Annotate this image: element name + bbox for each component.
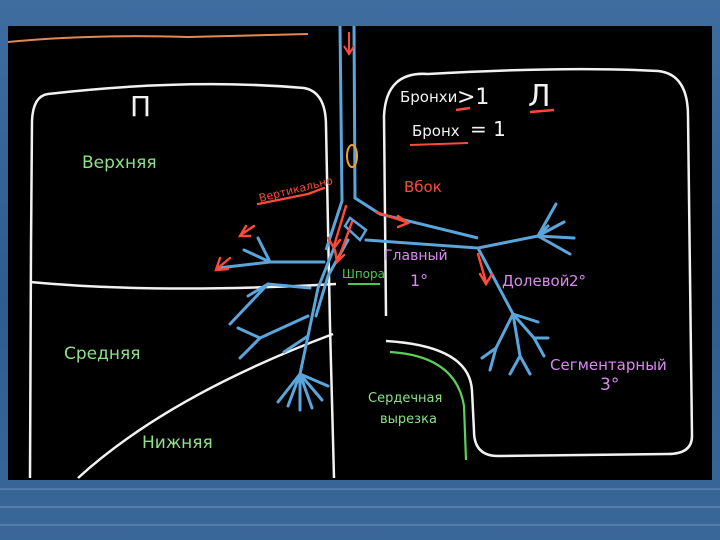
bronchi-relation: >1: [457, 85, 489, 110]
bronch-note: Бронх: [412, 122, 460, 140]
right-lung-outline: [28, 82, 336, 479]
trachea-down-arrow: [343, 32, 355, 56]
left-lung-letter: Л: [528, 79, 551, 114]
main-bronchus-label: Главный: [384, 248, 448, 264]
right-lung-letter: П: [130, 90, 151, 123]
left-bronchial-tree: [364, 202, 576, 376]
cardiac-notch-line: [389, 350, 468, 461]
blackboard: П Верхняя Средняя Нижняя Л Бронхи >1 Бро…: [8, 26, 712, 480]
right-lung-oblique-fissure: [77, 332, 334, 479]
red-direction-arrows: [214, 186, 494, 287]
carina-label: Шпора: [342, 267, 385, 281]
middle-lobe-label: Средняя: [64, 344, 140, 364]
upper-lobe-label: Верхняя: [82, 153, 157, 173]
lobar-order-label: 2°: [569, 272, 586, 290]
segmental-bronchus-label: Сегментарный: [550, 356, 667, 374]
bronch-relation: = 1: [470, 117, 506, 141]
cardiac-notch-label-line-2: вырезка: [380, 412, 437, 427]
trachea-bifurcation: [343, 216, 368, 242]
main-order-label: 1°: [410, 271, 428, 290]
foreign-body-mark: [346, 144, 358, 168]
lower-lobe-label: Нижняя: [142, 433, 213, 453]
cardiac-notch-label-line-1: Сердечная: [368, 391, 442, 406]
trachea-right-wall: [352, 26, 479, 240]
right-bronchial-tree: [216, 236, 350, 412]
relation-underline-1: [455, 106, 471, 112]
sideways-label: Вбок: [404, 178, 442, 196]
top-edge-stroke: [8, 33, 309, 43]
bronchial-tree-diagram: П Верхняя Средняя Нижняя Л Бронхи >1 Бро…: [8, 26, 694, 479]
segmental-order-label: 3°: [600, 375, 619, 395]
bronchi-note: Бронхи: [400, 88, 457, 106]
trachea-left-wall: [324, 26, 344, 251]
left-lung-outline: [382, 67, 694, 458]
relation-underline-2: [409, 142, 469, 146]
lobar-bronchus-label: Долевой: [502, 272, 569, 290]
letter-l-underline: [529, 108, 555, 114]
